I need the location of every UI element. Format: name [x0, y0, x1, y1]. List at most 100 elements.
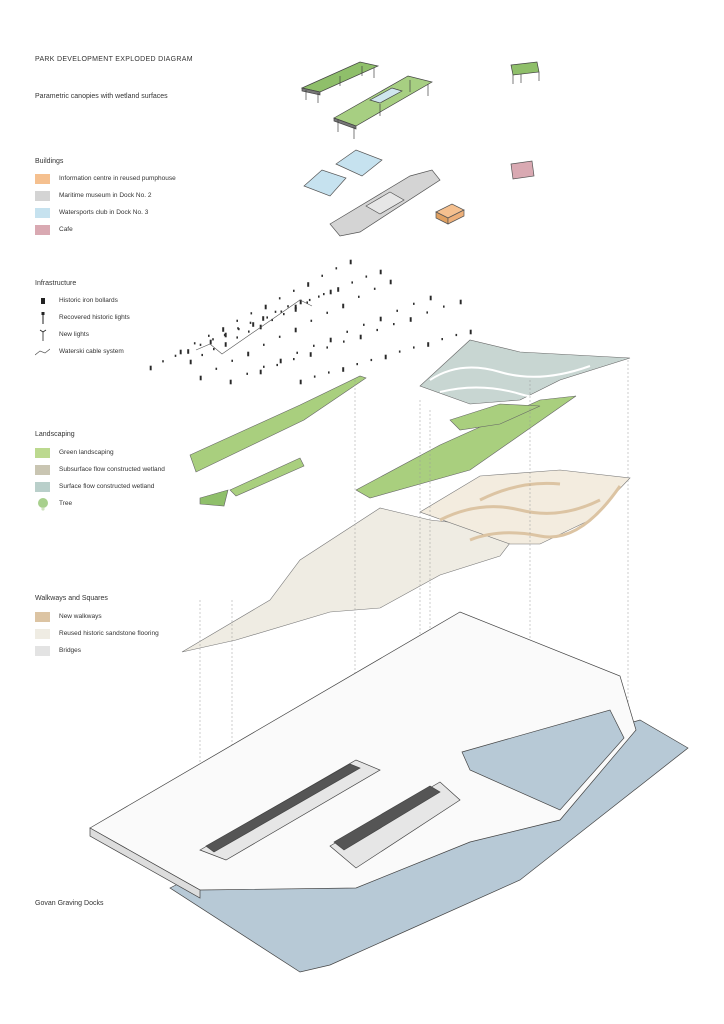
- infrastructure-marker: [321, 274, 324, 277]
- infrastructure-marker: [379, 269, 382, 275]
- infrastructure-marker: [292, 289, 295, 292]
- infrastructure-marker: [469, 329, 472, 335]
- infrastructure-marker: [223, 333, 226, 337]
- infrastructure-marker: [329, 337, 332, 343]
- legend-item-watersports-club: Watersports club in Dock No. 3: [35, 204, 176, 221]
- bollard-icon: [35, 295, 50, 307]
- infrastructure-marker: [398, 350, 401, 353]
- infrastructure-marker: [373, 287, 376, 290]
- legend-swatch: [35, 190, 50, 201]
- infrastructure-marker: [335, 267, 338, 270]
- legend-swatch: [35, 447, 50, 458]
- infrastructure-marker: [280, 310, 283, 313]
- legend-label: Surface flow constructed wetland: [59, 483, 155, 490]
- legend-label: Cafe: [59, 226, 73, 233]
- infrastructure-marker: [278, 297, 281, 300]
- legend-label: Green landscaping: [59, 449, 114, 456]
- infrastructure-marker: [193, 342, 196, 345]
- infrastructure-marker: [213, 347, 215, 351]
- infrastructure-marker: [179, 349, 182, 355]
- infrastructure-marker: [248, 330, 250, 333]
- water-basin-upper: [461, 709, 625, 811]
- legend-item-cafe: Cafe: [35, 221, 176, 238]
- infrastructure-marker: [264, 304, 267, 310]
- green-strip-left: [189, 375, 367, 473]
- cafe-canopy: [510, 61, 540, 84]
- infrastructure-marker: [231, 359, 233, 362]
- infrastructure-marker: [212, 338, 214, 341]
- legend-swatch: [35, 464, 50, 475]
- infrastructure-marker: [299, 379, 302, 385]
- landscaping-legend: Green landscaping Subsurface flow constr…: [35, 444, 165, 512]
- waterski-cable: [195, 299, 313, 355]
- infrastructure-marker: [262, 365, 265, 368]
- ground-platform: [89, 611, 637, 891]
- legend-item-information-centre: Information centre in reused pumphouse: [35, 170, 176, 187]
- information-centre: [435, 203, 465, 225]
- watersports-club-left: [303, 169, 347, 197]
- infrastructure-marker: [209, 339, 212, 345]
- infrastructure-marker: [442, 305, 445, 308]
- infrastructure-marker: [149, 365, 152, 371]
- infrastructure-marker: [299, 299, 302, 305]
- infrastructure-marker: [201, 353, 203, 357]
- infrastructure-marker: [236, 319, 238, 322]
- infrastructure-marker: [294, 327, 297, 333]
- infrastructure-marker: [429, 295, 432, 301]
- infrastructure-marker: [384, 354, 387, 360]
- infrastructure-layer: [149, 259, 472, 385]
- infrastructure-marker: [455, 333, 458, 337]
- legend-swatch: [35, 207, 50, 218]
- infrastructure-marker: [349, 259, 352, 265]
- legend-swatch: [35, 628, 50, 639]
- infrastructure-marker: [322, 292, 325, 296]
- infrastructure-marker: [310, 319, 313, 322]
- landscaping-heading: Landscaping: [35, 431, 75, 438]
- infrastructure-marker: [351, 281, 354, 284]
- infrastructure-marker: [222, 327, 225, 332]
- infrastructure-heading: Infrastructure: [35, 280, 77, 287]
- infrastructure-marker: [287, 305, 289, 308]
- infrastructure-marker: [246, 372, 248, 375]
- walkways-heading: Walkways and Squares: [35, 595, 108, 602]
- legend-item-green-landscaping: Green landscaping: [35, 444, 165, 461]
- infrastructure-marker: [262, 343, 265, 346]
- legend-label: New walkways: [59, 613, 102, 620]
- infrastructure-marker: [362, 323, 365, 326]
- green-strip-right: [355, 395, 577, 499]
- tree-icon: [35, 497, 50, 511]
- infrastructure-marker: [329, 289, 332, 295]
- legend-swatch: [35, 173, 50, 184]
- infrastructure-marker: [224, 342, 227, 347]
- infrastructure-marker: [279, 358, 282, 364]
- infrastructure-marker: [342, 367, 345, 372]
- infrastructure-marker: [441, 337, 444, 341]
- legend-label: Tree: [59, 500, 73, 507]
- infrastructure-marker: [262, 316, 265, 321]
- cable-icon: [35, 346, 50, 358]
- legend-swatch: [35, 611, 50, 622]
- legend-label: New lights: [59, 331, 89, 338]
- infrastructure-marker: [389, 279, 392, 285]
- legend-label: Maritime museum in Dock No. 2: [59, 192, 152, 199]
- infrastructure-marker: [259, 369, 262, 375]
- infrastructure-marker: [238, 327, 240, 331]
- infrastructure-marker: [376, 328, 379, 332]
- legend-label: Information centre in reused pumphouse: [59, 175, 176, 182]
- infrastructure-marker: [313, 375, 316, 378]
- legend-item-maritime-museum: Maritime museum in Dock No. 2: [35, 187, 176, 204]
- new-light-icon: [35, 329, 50, 341]
- infrastructure-marker: [162, 360, 164, 363]
- infrastructure-marker: [187, 349, 190, 354]
- infrastructure-marker: [247, 351, 250, 357]
- infrastructure-marker: [396, 309, 399, 312]
- infrastructure-marker: [215, 367, 218, 370]
- legend-item-new-lights: New lights: [35, 326, 130, 343]
- infrastructure-marker: [249, 321, 252, 324]
- landscaping-layer: [189, 339, 631, 507]
- legend-item-tree: Tree: [35, 495, 165, 512]
- infrastructure-marker: [174, 354, 177, 357]
- infrastructure-legend: Historic iron bollards Recovered histori…: [35, 292, 130, 360]
- infrastructure-marker: [252, 322, 255, 327]
